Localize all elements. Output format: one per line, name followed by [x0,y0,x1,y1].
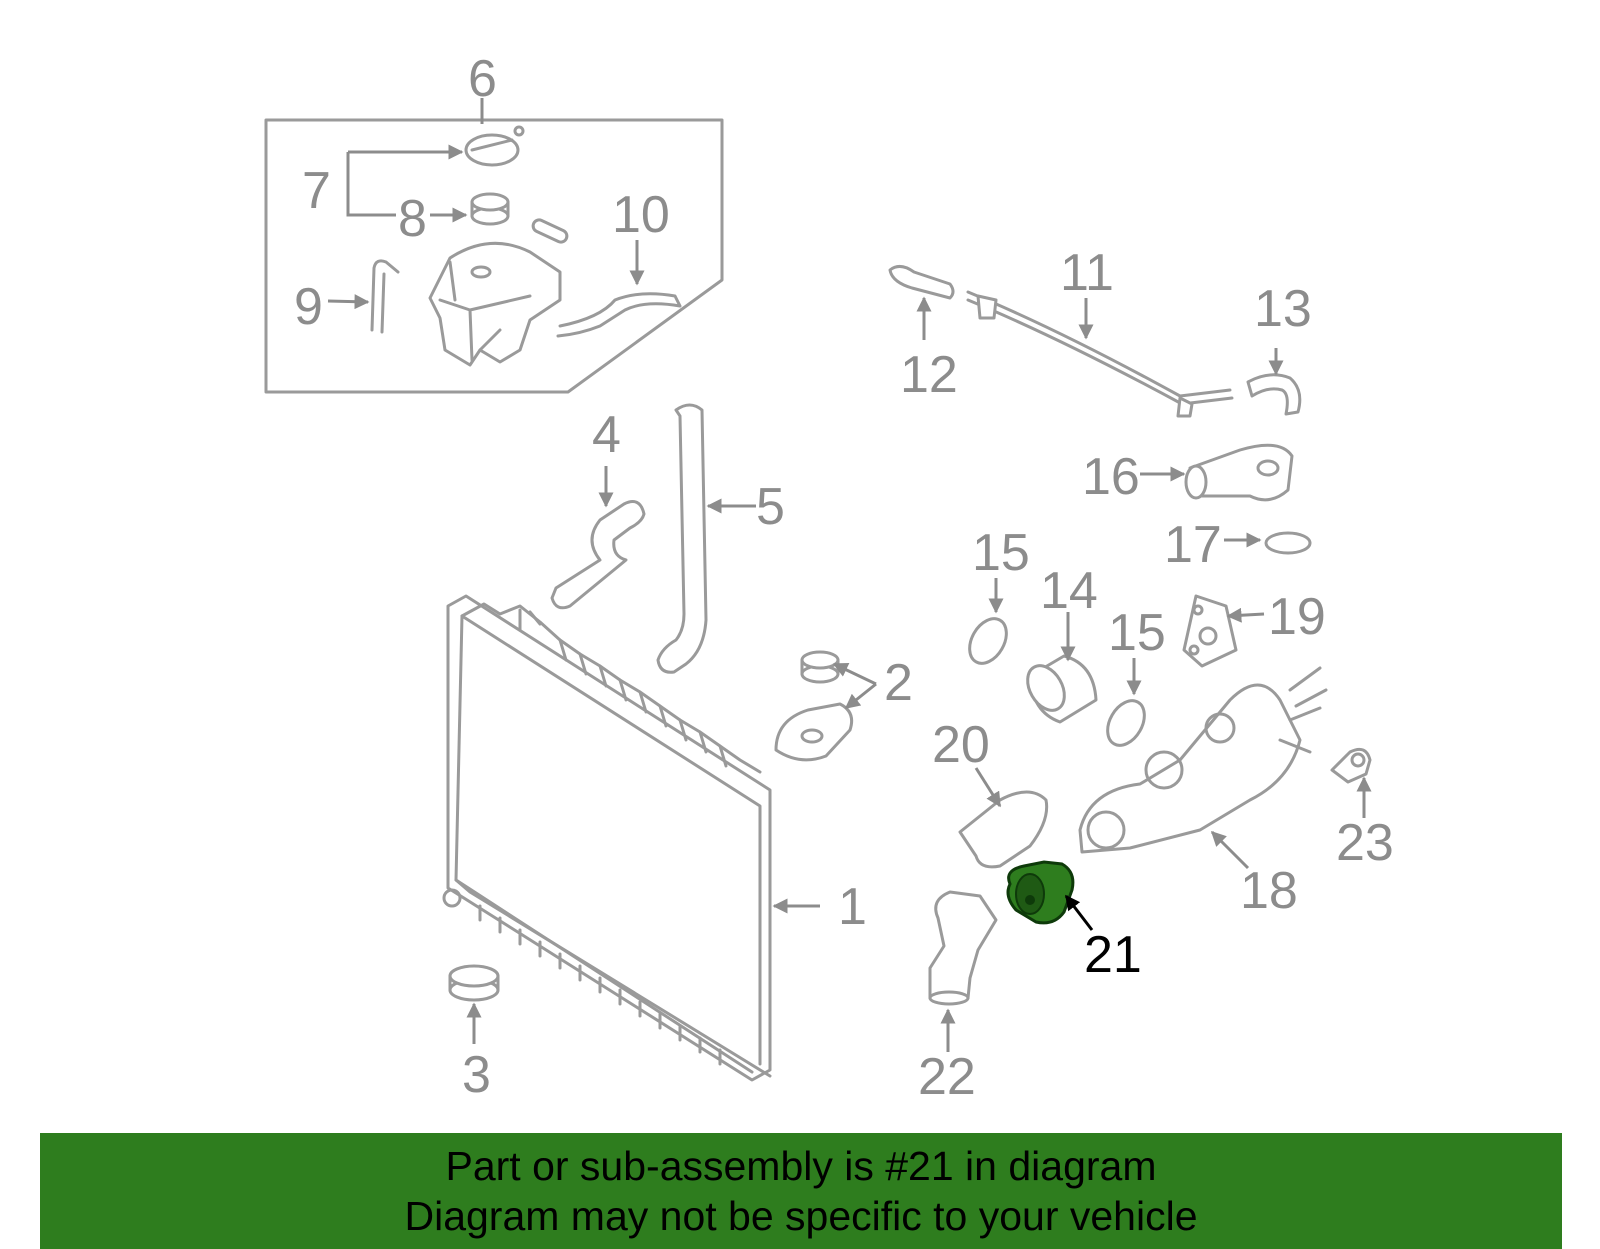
callout-7: 7 [302,162,331,220]
callout-18: 18 [1240,862,1298,920]
callout-15a: 15 [972,524,1030,582]
callout-12: 12 [900,346,958,404]
callout-14: 14 [1040,562,1098,620]
reservoir-group-box [264,118,724,394]
callout-2: 2 [884,654,913,712]
gasket [1182,594,1238,668]
reservoir-gasket [531,218,569,244]
reservoir-cap [464,125,525,167]
bypass-hose [888,265,955,300]
outlet-o-ring [1264,531,1312,555]
callout-20: 20 [932,716,990,774]
leader-9 [327,294,370,310]
callout-1: 1 [838,878,867,936]
callout-21: 21 [1084,926,1142,984]
callout-5: 5 [756,478,785,536]
upper-radiator-hose [656,403,708,674]
cap-seal [470,192,510,226]
leader-7-bracket [346,152,396,217]
heat-shield [958,790,1049,869]
leader-2a [832,662,877,686]
footer-line-2: Diagram may not be specific to your vehi… [404,1193,1198,1239]
water-outlet [1184,443,1294,502]
callout-16: 16 [1082,448,1140,506]
lower-cushion [448,964,500,1002]
footer-banner: Part or sub-assembly is #21 in diagram D… [40,1133,1562,1249]
leader-20 [974,767,1002,808]
callout-10: 10 [612,186,670,244]
callout-3: 3 [462,1046,491,1104]
callout-4: 4 [592,406,621,464]
footer-line-1: Part or sub-assembly is #21 in diagram [445,1143,1157,1189]
callout-17: 17 [1164,516,1222,574]
leader-18 [1210,830,1250,870]
coolant-reservoir [428,241,682,367]
callout-23: 23 [1336,814,1394,872]
o-ring-upper [968,617,1008,665]
overflow-hose [370,259,400,332]
leader-19 [1226,607,1265,623]
temperature-sensor [1330,747,1372,784]
leader-21 [1064,894,1094,931]
callout-6: 6 [468,50,497,108]
callout-13: 13 [1254,280,1312,338]
water-inlet [928,890,998,1006]
o-ring-lower [1106,699,1146,747]
thermostat-housing [1078,666,1328,854]
leader-2b [844,682,877,710]
callout-22: 22 [918,1048,976,1106]
heater-hose [1246,373,1302,416]
water-pipe [1026,654,1098,724]
bypass-pipe [966,290,1234,406]
callout-8: 8 [398,190,427,248]
radiator [442,594,772,1082]
radiator-mount [774,650,854,762]
callout-15b: 15 [1108,604,1166,662]
callout-11: 11 [1060,244,1114,302]
callout-9: 9 [294,278,323,336]
callout-19: 19 [1268,588,1326,646]
thermostat [1006,860,1075,925]
lower-radiator-hose [550,500,646,610]
